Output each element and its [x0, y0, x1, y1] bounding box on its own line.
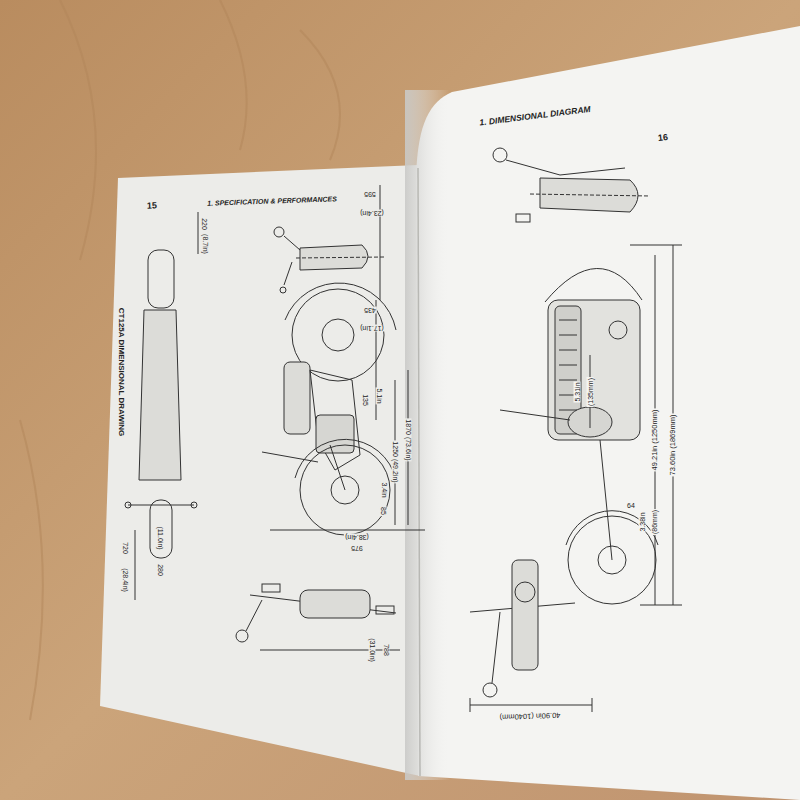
- page-number: 15: [146, 201, 158, 210]
- dimension-tick: [630, 245, 682, 246]
- dimension-label: 1250 (49.2in): [392, 440, 399, 483]
- spine-shadow: [405, 90, 450, 780]
- dimension-line: [198, 212, 199, 254]
- dimension-label: 49.21in (1250mm): [651, 409, 659, 472]
- dimension-label: (31.0in): [369, 637, 376, 663]
- rear-fender: [545, 268, 642, 302]
- right-drawing: [470, 148, 682, 712]
- dimension-line: [470, 705, 592, 706]
- mirror: [493, 148, 507, 162]
- dimension-label: 85: [380, 506, 387, 516]
- dimension-label: 595: [363, 191, 377, 198]
- front-view-fork: [512, 560, 538, 670]
- headlight: [515, 582, 535, 602]
- dimension-line: [380, 185, 381, 300]
- grip: [376, 606, 394, 614]
- dimension-label: 5.31in: [574, 381, 581, 402]
- rear-hub: [609, 321, 627, 339]
- top-view-body: [540, 178, 638, 212]
- dimension-tick: [470, 698, 471, 712]
- front-wheel: [300, 445, 390, 535]
- dimension-label: 1870 (73.6in): [405, 418, 412, 461]
- handlebar: [284, 262, 292, 285]
- mirror: [236, 630, 248, 642]
- dimension-tick: [640, 605, 682, 606]
- dimension-label: 280: [157, 563, 164, 577]
- figure-title: CT125A DIMENSIONAL DRAWING: [117, 307, 125, 437]
- dimension-label: 135: [362, 393, 369, 407]
- dimension-line: [260, 650, 400, 651]
- dimension-label: (38.4in): [344, 534, 370, 541]
- front-tyre: [150, 500, 172, 558]
- front-hub: [598, 546, 626, 574]
- dimension-line: [270, 530, 425, 531]
- dimension-label: (28.4in): [122, 567, 129, 593]
- dimension-label: 3.38in: [639, 511, 646, 532]
- grip: [280, 287, 286, 293]
- plan-view-body: [139, 310, 181, 480]
- rear-hub: [322, 319, 354, 351]
- dimension-label: (86mm): [651, 509, 658, 535]
- front-fender: [295, 439, 396, 480]
- dimension-label: 3.4in: [381, 481, 388, 498]
- mirror-stem: [506, 160, 560, 175]
- handlebar: [500, 410, 570, 420]
- dimension-label: (23.4in): [359, 210, 385, 217]
- dimension-label: 64: [626, 502, 636, 509]
- dimension-tick: [592, 698, 593, 712]
- dimension-label: 5.1in: [376, 387, 383, 404]
- page-number: 16: [657, 133, 670, 143]
- fork: [600, 440, 612, 560]
- seat: [284, 362, 310, 434]
- dimension-label: (17.1in): [359, 325, 385, 332]
- handlebar: [128, 505, 194, 506]
- mirror: [274, 227, 284, 237]
- dimension-label: 73.60in (1869mm): [669, 414, 677, 477]
- spine-fold: [418, 168, 420, 776]
- rear-tyre: [148, 250, 174, 308]
- dimension-label: (8.7in): [202, 233, 209, 255]
- front-hub: [331, 476, 359, 504]
- handlebar: [560, 168, 625, 175]
- mirror-stem: [284, 236, 300, 250]
- engine: [316, 415, 354, 453]
- dimension-label: 435: [363, 307, 377, 314]
- grip: [125, 502, 131, 508]
- mirror: [483, 683, 497, 697]
- dimension-label: 220: [201, 217, 208, 231]
- grip: [191, 502, 197, 508]
- centre-line: [296, 257, 384, 258]
- dimension-label: 720: [122, 541, 129, 555]
- front-view-body: [300, 590, 370, 618]
- mirror-stem: [246, 600, 262, 631]
- dimension-label: 975: [350, 545, 364, 552]
- right-page: [416, 26, 800, 800]
- dimension-label: 40.90in (1040mm): [498, 711, 561, 721]
- centre-line: [530, 194, 650, 196]
- dimension-label: (135mm): [587, 377, 594, 407]
- grip: [516, 214, 530, 222]
- dimension-line: [135, 530, 136, 600]
- left-page: [100, 165, 420, 776]
- dimension-label: (11.0in): [157, 525, 164, 550]
- grip: [262, 584, 280, 592]
- left-drawing: [125, 185, 425, 650]
- dimension-label: 788: [383, 643, 390, 657]
- mirror-stem: [492, 612, 500, 683]
